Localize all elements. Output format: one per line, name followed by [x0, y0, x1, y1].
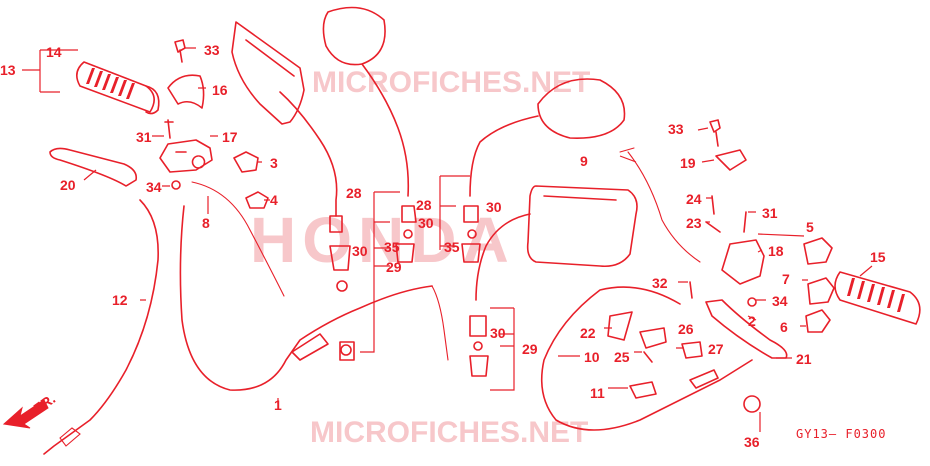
callout-16: 16: [212, 82, 228, 98]
bolt-33-right: [709, 119, 721, 147]
callout-25: 25: [614, 349, 630, 365]
callout-27: 27: [708, 341, 724, 357]
bracket-22: [607, 311, 633, 341]
mirror-round-right: [537, 78, 626, 139]
nut-34-left: [171, 180, 181, 190]
callout-12: 12: [112, 292, 128, 308]
callout-28-center: 28: [416, 197, 432, 213]
callout-13: 13: [0, 62, 16, 78]
callout-30-center: 30: [418, 215, 434, 231]
callout-28-left: 28: [346, 185, 362, 201]
leaders: [83, 47, 873, 432]
screw-25: [643, 351, 653, 363]
master-cylinder-18: [721, 239, 765, 285]
callout-8: 8: [202, 215, 210, 231]
bracket-right: [490, 307, 515, 391]
switch-6: [805, 309, 831, 333]
switch-3: [233, 151, 259, 173]
mirror-rect-right: [526, 185, 638, 268]
mirror-round-left: [322, 6, 386, 66]
callout-21: 21: [796, 351, 812, 367]
callout-14: 14: [46, 44, 62, 60]
brake-cable-10: [540, 286, 753, 431]
bolt-32: [689, 281, 693, 299]
callout-3: 3: [270, 155, 278, 171]
watermark-bottom: MICROFICHES.NET: [310, 416, 588, 449]
callout-5: 5: [806, 219, 814, 235]
clip-19: [715, 149, 747, 171]
callout-29-right: 29: [522, 341, 538, 357]
clutch-cable-12: [43, 199, 159, 455]
callout-6: 6: [780, 319, 788, 335]
screw-31-right: [743, 211, 747, 233]
screw-24: [711, 195, 715, 215]
cover-16: [167, 74, 205, 109]
switch-5: [803, 237, 833, 265]
callout-32: 32: [652, 275, 668, 291]
callout-35-left: 35: [384, 239, 400, 255]
callout-11: 11: [590, 385, 605, 401]
throttle-cable-1: [179, 205, 433, 391]
left-grip: [76, 61, 160, 115]
callout-2: 2: [748, 313, 756, 329]
callout-7: 7: [782, 271, 790, 287]
callout-17: 17: [222, 129, 238, 145]
callout-33-right: 33: [668, 121, 684, 137]
callout-31-right: 31: [762, 205, 778, 221]
callout-34-left: 34: [146, 179, 162, 195]
cable-8: [191, 181, 285, 297]
callout-20: 20: [60, 177, 76, 193]
callout-35-center: 35: [444, 239, 460, 255]
callout-30-right: 30: [486, 199, 502, 215]
diagram-code: GY13– F0300: [796, 427, 886, 441]
screw-31-left: [164, 119, 174, 139]
switch-4: [245, 191, 269, 209]
callout-31-left: 31: [136, 129, 152, 145]
right-grip: [834, 271, 921, 325]
lever-20: [49, 147, 138, 187]
ring-36: [743, 395, 761, 413]
watermark-top: MICROFICHES.NET: [312, 66, 590, 99]
callout-36: 36: [744, 434, 760, 450]
callout-15: 15: [870, 249, 886, 265]
bracket-left: [360, 191, 400, 353]
callout-22: 22: [580, 325, 596, 341]
wire-9: [627, 151, 701, 263]
callout-33-left: 33: [204, 42, 220, 58]
leader-13-14: [22, 49, 78, 93]
callout-10: 10: [584, 349, 600, 365]
nut-34-right: [747, 297, 757, 307]
front-direction-arrow: FR.: [2, 390, 58, 429]
bolt-33-left: [174, 39, 186, 63]
callout-18: 18: [768, 243, 784, 259]
watermark-center: HONDA: [250, 204, 515, 276]
pin-23: [705, 221, 721, 233]
callout-9: 9: [580, 153, 588, 169]
callout-24: 24: [686, 191, 702, 207]
callout-34-right: 34: [772, 293, 788, 309]
holder-26: [639, 327, 667, 349]
mirror-left: [231, 21, 305, 125]
callout-30-lower: 30: [490, 325, 506, 341]
callout-23: 23: [686, 215, 702, 231]
callout-19: 19: [680, 155, 696, 171]
switch-7: [807, 277, 835, 305]
clamp-11: [629, 381, 657, 399]
bracket-center: [439, 175, 470, 250]
boot-27: [681, 341, 703, 359]
lever-21: [705, 299, 788, 359]
callout-1: 1: [274, 397, 282, 413]
callout-4: 4: [270, 192, 278, 208]
bracket-17: [159, 139, 213, 173]
callout-30-left: 30: [352, 243, 368, 259]
callout-26: 26: [678, 321, 694, 337]
callout-29-left: 29: [386, 259, 402, 275]
